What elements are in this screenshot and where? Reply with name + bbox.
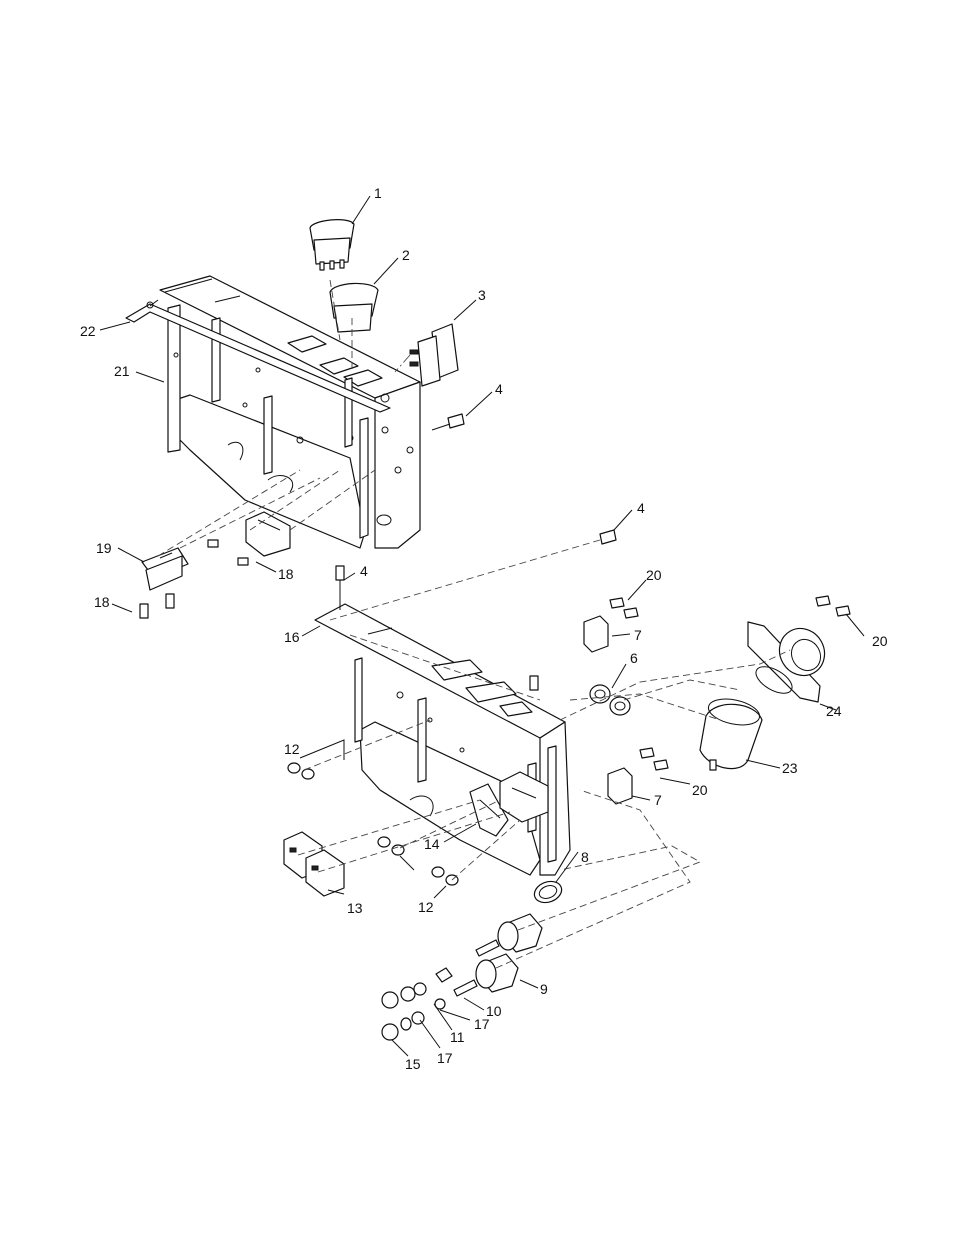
grommet-large (531, 878, 564, 906)
gauge-body (700, 695, 762, 770)
relay-block (410, 324, 458, 386)
callout-18-left: 18 (94, 594, 110, 610)
callout-7-upper: 7 (634, 627, 642, 643)
callout-20-upper: 20 (646, 567, 662, 583)
callout-16: 16 (284, 629, 300, 645)
callout-22: 22 (80, 323, 96, 339)
callout-17-bottom: 17 (437, 1050, 453, 1066)
callout-20-right: 20 (872, 633, 888, 649)
callout-3: 3 (478, 287, 486, 303)
callout-20-lower: 20 (692, 782, 708, 798)
callout-21: 21 (114, 363, 130, 379)
callout-8: 8 (581, 849, 589, 865)
callout-2: 2 (402, 247, 410, 263)
callout-14: 14 (424, 836, 440, 852)
callout-4-middle: 4 (637, 500, 645, 516)
nut-washer-stack (382, 968, 452, 1040)
top-screw (336, 566, 344, 610)
relay-module (208, 512, 290, 565)
callout-4-upper: 4 (495, 381, 503, 397)
callout-18-right: 18 (278, 566, 294, 582)
gauge-mount-plate (748, 620, 833, 702)
callout-24: 24 (826, 703, 842, 719)
rocker-switch-lower (140, 548, 188, 618)
callout-13: 13 (347, 900, 363, 916)
callout-7-lower: 7 (654, 792, 662, 808)
callout-19: 19 (96, 540, 112, 556)
callout-23: 23 (782, 760, 798, 776)
callout-9: 9 (540, 981, 548, 997)
screw (432, 414, 464, 430)
callout-6: 6 (630, 650, 638, 666)
callout-12-bottom: 12 (418, 899, 434, 915)
callout-17-right: 17 (474, 1016, 490, 1032)
callout-4-lower: 4 (360, 563, 368, 579)
lower-control-bracket (315, 604, 570, 875)
callout-11: 11 (450, 1029, 465, 1045)
callout-12-left: 12 (284, 741, 300, 757)
relay-pair (284, 832, 344, 896)
callout-15: 15 (405, 1056, 421, 1072)
callout-1: 1 (374, 185, 382, 201)
rocker-switch (310, 220, 354, 270)
